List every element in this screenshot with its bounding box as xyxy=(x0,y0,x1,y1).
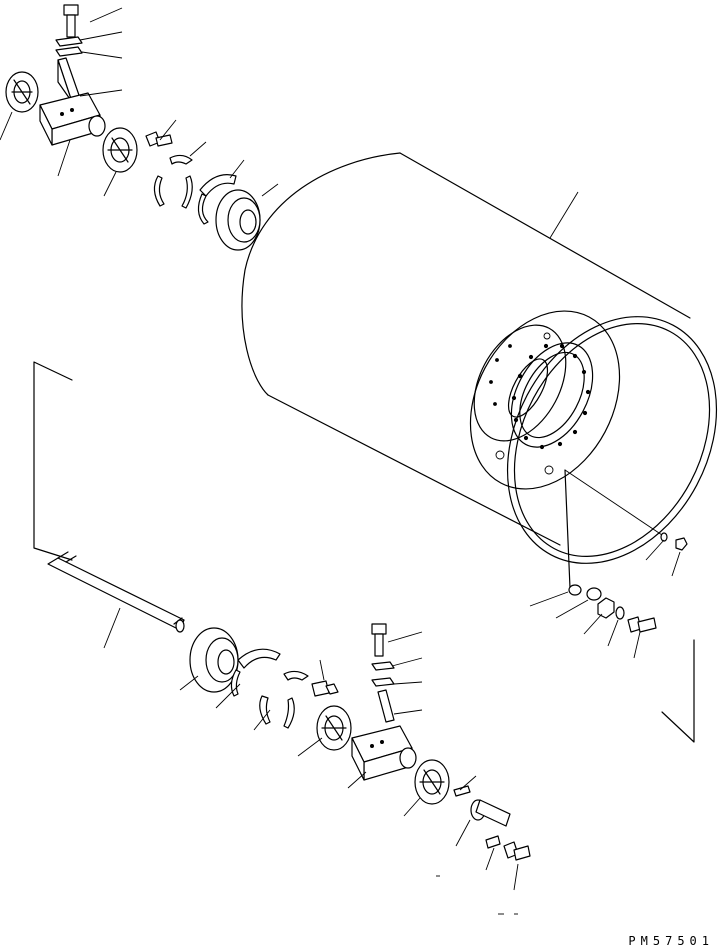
assembly-guide-lines xyxy=(33,361,695,743)
upper-parts xyxy=(5,4,261,251)
upper-bearing-b xyxy=(102,127,138,173)
lower-parts xyxy=(189,623,531,861)
drum xyxy=(241,152,718,564)
upper-shaft-housing xyxy=(39,92,106,146)
lower-top-bolt xyxy=(371,623,387,657)
top-bolt xyxy=(63,4,79,38)
lower-bearing-b xyxy=(414,759,450,805)
lower-hub xyxy=(189,627,239,693)
lower-shaft-housing xyxy=(351,725,417,781)
lower-bottom-bolt xyxy=(503,841,531,861)
flange-fasteners xyxy=(568,584,657,633)
lower-bearing-a xyxy=(316,705,352,751)
stub-shaft xyxy=(470,799,511,827)
bolt-holes xyxy=(489,343,591,450)
drawing-code: PM57501 xyxy=(628,934,714,948)
upper-bearing-a xyxy=(5,71,39,113)
leader-lines xyxy=(0,7,681,915)
upper-hub xyxy=(215,189,261,251)
drive-shaft xyxy=(47,551,185,633)
